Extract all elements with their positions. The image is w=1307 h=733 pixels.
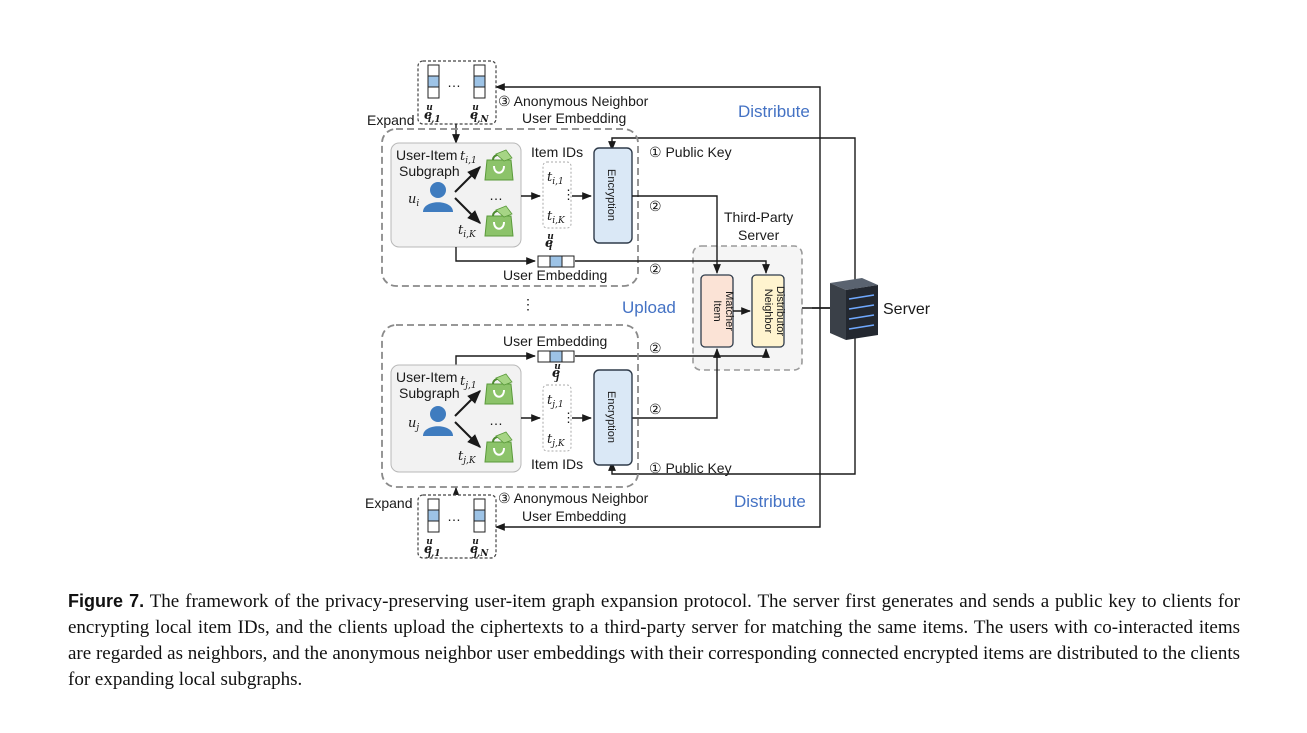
svg-text:tj,K: tj,K — [547, 432, 566, 449]
svg-text:ti,K: ti,K — [458, 223, 477, 240]
bottom-item-ids-box — [542, 384, 572, 452]
bottom-item-ids-label: Item IDs — [531, 456, 583, 472]
svg-text:…: … — [489, 412, 503, 428]
top-subgraph-label-2: Subgraph — [399, 163, 460, 179]
svg-text:ti,1: ti,1 — [547, 170, 564, 187]
svg-text:euj: euj — [552, 362, 561, 383]
svg-text:Matcher: Matcher — [723, 291, 735, 331]
svg-text:Neighbor: Neighbor — [762, 289, 774, 334]
top-item-ids-box — [542, 161, 572, 229]
upload-label: Upload — [622, 298, 676, 317]
top-embedding-ellipsis: … — [447, 74, 461, 90]
bottom-anonymous-neighbor-label: ③ Anonymous Neighbor — [498, 490, 649, 506]
bottom-embedding-ellipsis: … — [447, 508, 461, 524]
top-anonymous-neighbor-label-2: User Embedding — [522, 110, 626, 126]
third-party-server: Third-Party Server Item Matcher Neighbor… — [692, 209, 803, 371]
distribute-top-label: Distribute — [738, 102, 810, 121]
top-user-embedding-label: User Embedding — [503, 267, 607, 283]
svg-text:②: ② — [649, 261, 662, 277]
bottom-expand-label: Expand — [365, 495, 412, 511]
svg-text:uj: uj — [408, 416, 419, 433]
svg-text:eui,1: eui,1 — [424, 103, 441, 125]
top-anonymous-neighbor-label: ③ Anonymous Neighbor — [498, 93, 649, 109]
svg-text:②: ② — [649, 198, 662, 214]
top-expand-label: Expand — [367, 112, 414, 128]
third-party-label-2: Server — [738, 227, 780, 243]
figure-label: Figure 7. — [68, 591, 145, 611]
bottom-anonymous-neighbor-label-2: User Embedding — [522, 508, 626, 524]
upload-links — [575, 195, 770, 419]
bottom-user-embedding-label: User Embedding — [503, 333, 607, 349]
svg-text:euj,1: euj,1 — [424, 537, 440, 559]
svg-text:…: … — [489, 187, 503, 203]
svg-text:tj,1: tj,1 — [547, 393, 564, 410]
svg-text:Distributor: Distributor — [774, 286, 786, 336]
svg-text:ui: ui — [408, 192, 419, 209]
svg-text:ti,K: ti,K — [547, 209, 566, 226]
more-clients-ellipsis: ⋮ — [521, 296, 535, 312]
svg-text:euj,N: euj,N — [470, 537, 489, 559]
top-encryption-label: Encryption — [605, 169, 617, 221]
bottom-subgraph-label: User-Item — [396, 369, 457, 385]
figure-caption: Figure 7. The framework of the privacy-p… — [68, 588, 1240, 693]
top-public-key-label: ① Public Key — [649, 144, 732, 160]
top-subgraph-label: User-Item — [396, 147, 457, 163]
svg-text:eui: eui — [545, 232, 554, 253]
bottom-subgraph-label-2: Subgraph — [399, 385, 460, 401]
bottom-encryption-box — [593, 369, 633, 466]
svg-text:tj,K: tj,K — [458, 449, 477, 466]
top-item-ids-label: Item IDs — [531, 144, 583, 160]
bottom-encryption-label: Encryption — [605, 391, 617, 443]
server-icon — [830, 278, 878, 340]
top-user-embedding-vector — [537, 255, 575, 268]
svg-text:eui,N: eui,N — [470, 103, 489, 125]
svg-text:②: ② — [649, 340, 662, 356]
bottom-public-key-label: ① Public Key — [649, 460, 732, 476]
svg-text:tj,1: tj,1 — [460, 374, 477, 391]
svg-text:⋮: ⋮ — [562, 187, 575, 202]
svg-text:ti,1: ti,1 — [460, 149, 477, 166]
server-label: Server — [883, 301, 931, 318]
neighbor-distributor-box — [751, 274, 785, 348]
svg-text:Item: Item — [711, 300, 723, 321]
top-client-container — [381, 128, 639, 287]
svg-text:②: ② — [649, 401, 662, 417]
svg-text:⋮: ⋮ — [562, 410, 575, 425]
bottom-user-embedding-vector — [537, 350, 575, 363]
third-party-label: Third-Party — [724, 209, 793, 225]
caption-text: The framework of the privacy-preserving … — [68, 591, 1240, 690]
bottom-client-container — [381, 324, 639, 488]
distribute-bottom-label: Distribute — [734, 492, 806, 511]
